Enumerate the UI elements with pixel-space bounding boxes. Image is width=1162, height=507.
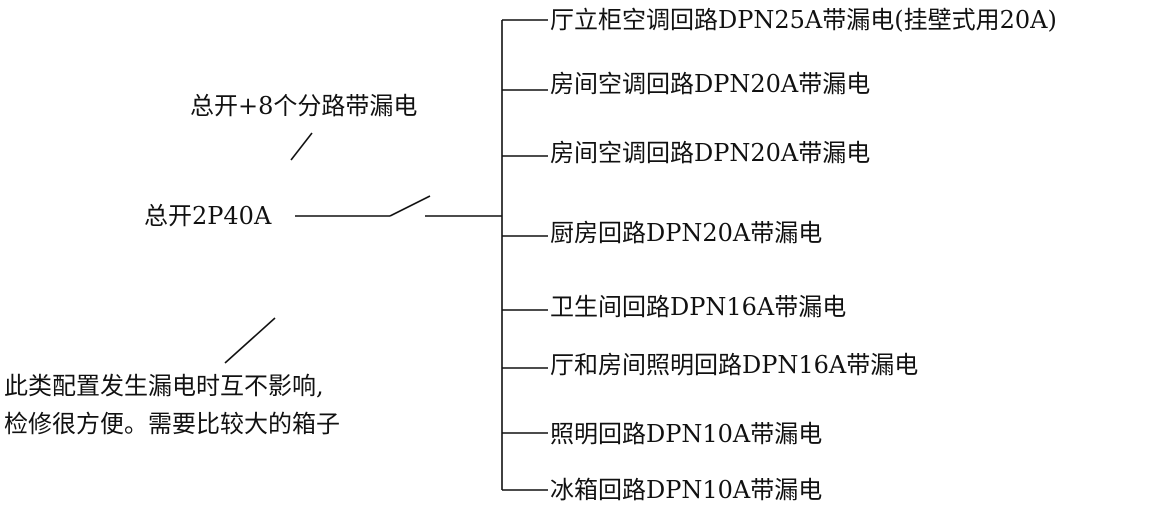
branch-label-6: 厅和房间照明回路DPN16A带漏电 — [550, 351, 919, 379]
branch-label-4: 厨房回路DPN20A带漏电 — [550, 219, 823, 247]
branch-label-8: 冰箱回路DPN10A带漏电 — [550, 476, 823, 504]
remark-line-1: 此类配置发生漏电时互不影响, — [4, 372, 324, 400]
branch-label-2: 房间空调回路DPN20A带漏电 — [550, 70, 871, 98]
main-switch-note: 总开+8个分路带漏电 — [190, 92, 418, 120]
remark-line-2: 检修很方便。需要比较大的箱子 — [4, 410, 340, 438]
branch-label-7: 照明回路DPN10A带漏电 — [550, 420, 823, 448]
branch-label-1: 厅立柜空调回路DPN25A带漏电(挂壁式用20A) — [550, 6, 1057, 34]
branch-label-3: 房间空调回路DPN20A带漏电 — [550, 139, 871, 167]
switch-blade — [389, 195, 431, 217]
main-switch-label: 总开2P40A — [144, 202, 272, 230]
remark-leader — [224, 317, 276, 364]
branch-label-5: 卫生间回路DPN16A带漏电 — [550, 293, 847, 321]
note-leader — [290, 132, 313, 161]
